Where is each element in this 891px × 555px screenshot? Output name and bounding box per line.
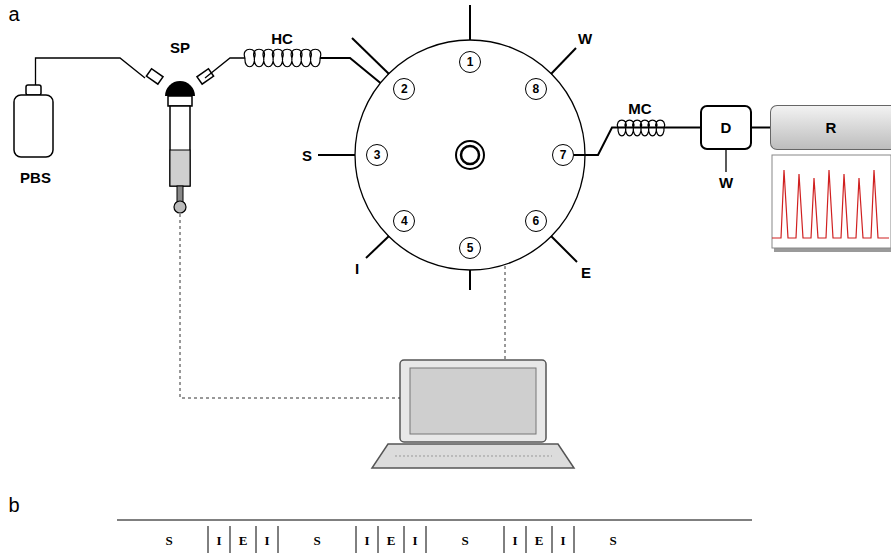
part-label: I bbox=[355, 261, 359, 276]
mixing-coil bbox=[617, 120, 664, 136]
node-label: PBS bbox=[20, 170, 51, 185]
table-separator bbox=[378, 526, 379, 553]
table-separator bbox=[426, 526, 427, 553]
selection-valve bbox=[318, 5, 585, 290]
valve-port: 3 bbox=[366, 144, 388, 166]
part-label: W bbox=[578, 31, 592, 46]
waste-line bbox=[725, 150, 726, 172]
table-rule bbox=[117, 520, 752, 521]
table-separator bbox=[208, 526, 209, 553]
tubing-connector bbox=[574, 128, 700, 156]
pump-node: SP bbox=[145, 40, 215, 215]
part-label: MC bbox=[628, 101, 651, 116]
table-cell: S bbox=[461, 534, 468, 547]
part-label: W bbox=[719, 175, 733, 190]
node-label: R bbox=[826, 120, 837, 135]
port-number: 6 bbox=[532, 215, 539, 227]
table-separator bbox=[278, 526, 279, 553]
port-number: 5 bbox=[467, 242, 474, 254]
part-label: S bbox=[302, 148, 312, 163]
node-label: D bbox=[721, 120, 732, 135]
port-number: 4 bbox=[401, 215, 408, 227]
table-cell: I bbox=[512, 534, 517, 547]
valve-port: 5 bbox=[459, 237, 481, 259]
port-number: 2 bbox=[401, 83, 408, 95]
table-cell: S bbox=[609, 534, 616, 547]
table-separator bbox=[526, 526, 527, 553]
panel-letter: b bbox=[8, 495, 19, 515]
table-separator bbox=[504, 526, 505, 553]
tubing-connector bbox=[752, 127, 770, 129]
table-separator bbox=[574, 526, 575, 553]
table-cell: E bbox=[239, 534, 248, 547]
table-cell: I bbox=[264, 534, 269, 547]
bottle-node: PBS bbox=[8, 85, 63, 185]
table-cell: E bbox=[387, 534, 396, 547]
valve-port: 8 bbox=[525, 78, 547, 100]
table-separator bbox=[256, 526, 257, 553]
bottle bbox=[14, 85, 53, 157]
port-number: 3 bbox=[374, 149, 381, 161]
control-line bbox=[180, 214, 400, 398]
computer bbox=[372, 360, 574, 468]
holding-coil bbox=[244, 49, 321, 67]
recorder-node: R bbox=[770, 105, 891, 150]
node-label: SP bbox=[170, 40, 190, 55]
valve-port: 4 bbox=[393, 210, 415, 232]
recorder-chart bbox=[772, 155, 891, 252]
table-cell: I bbox=[412, 534, 417, 547]
table-separator bbox=[552, 526, 553, 553]
table-cell: I bbox=[364, 534, 369, 547]
table-cell: I bbox=[216, 534, 221, 547]
table-cell: E bbox=[535, 534, 544, 547]
valve-port: 6 bbox=[525, 210, 547, 232]
part-label: E bbox=[581, 265, 591, 280]
table-cell: S bbox=[313, 534, 320, 547]
table-cell: I bbox=[560, 534, 565, 547]
part-label: HC bbox=[271, 31, 293, 46]
detector-node: D bbox=[700, 105, 752, 150]
table-separator bbox=[404, 526, 405, 553]
table-separator bbox=[230, 526, 231, 553]
tubing-connector bbox=[36, 58, 146, 85]
valve-port: 7 bbox=[552, 144, 574, 166]
table-cell: S bbox=[165, 534, 172, 547]
panel-letter: a bbox=[8, 4, 19, 24]
port-number: 1 bbox=[467, 56, 474, 68]
control-line bbox=[505, 266, 506, 360]
valve-port: 1 bbox=[459, 51, 481, 73]
port-number: 7 bbox=[560, 149, 567, 161]
table-separator bbox=[356, 526, 357, 553]
port-number: 8 bbox=[532, 83, 539, 95]
